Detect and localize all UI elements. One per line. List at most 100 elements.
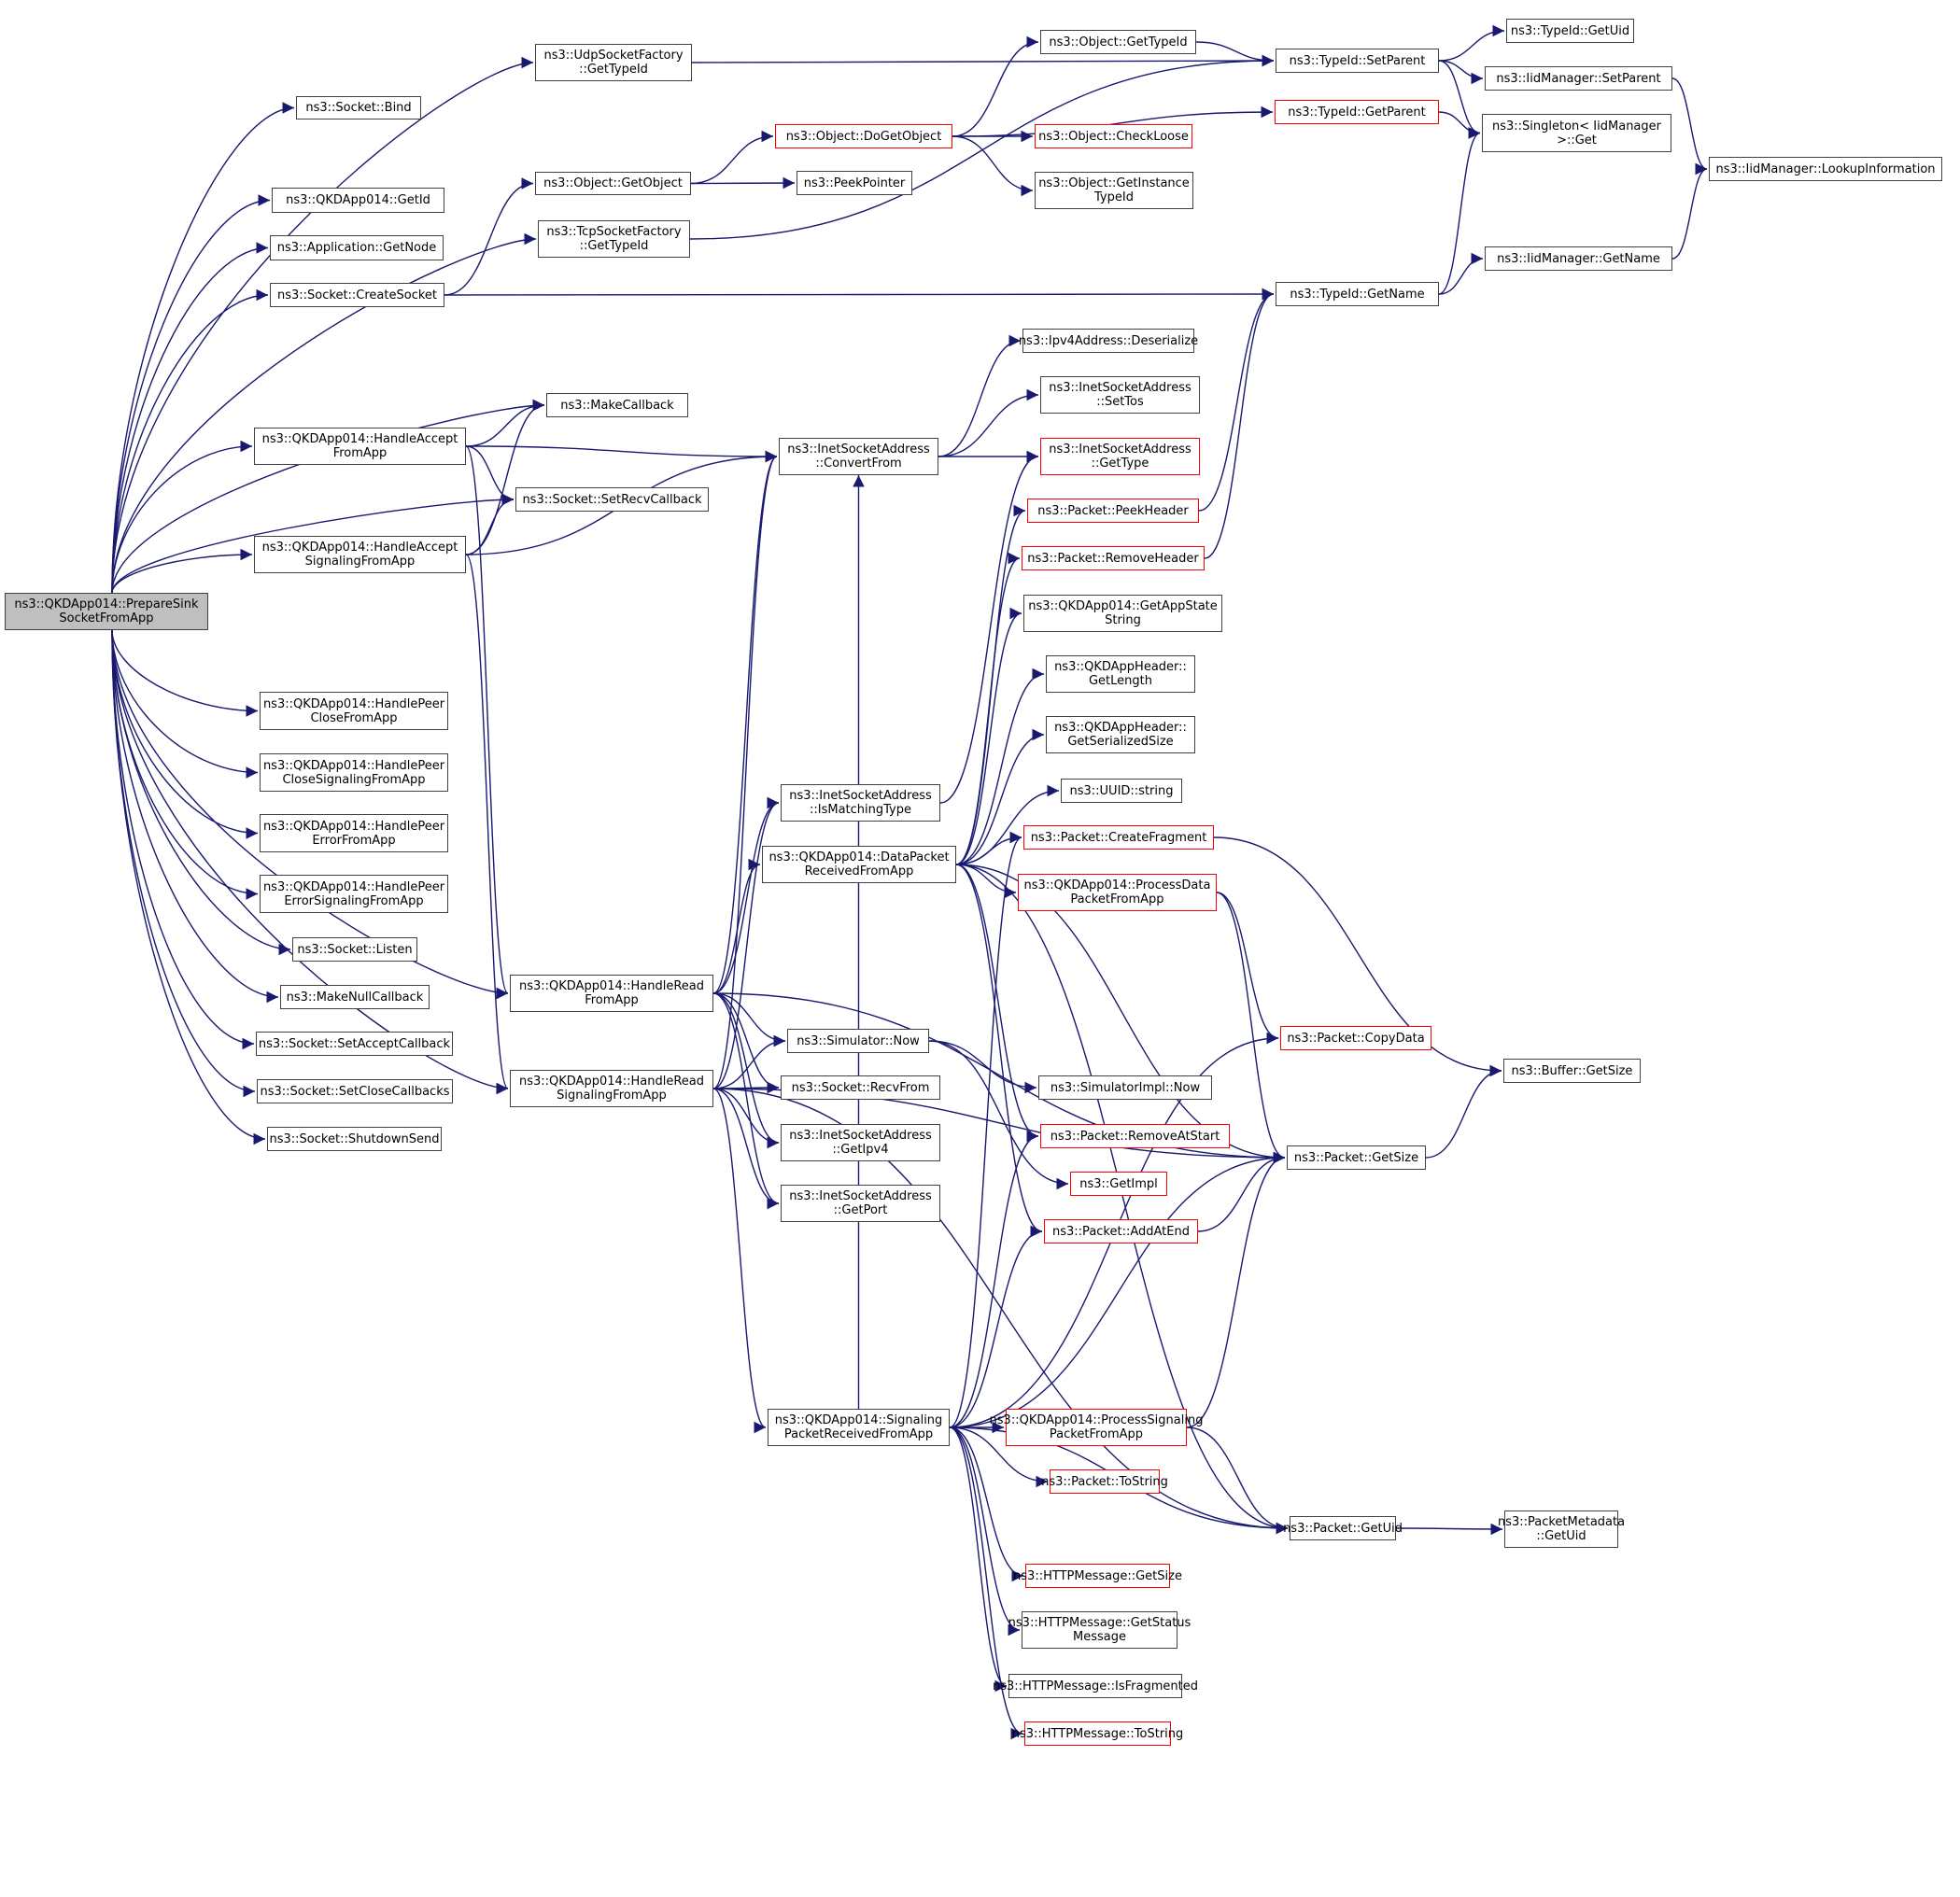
- node-packet-get-size[interactable]: ns3::Packet::GetSize: [1287, 1145, 1426, 1170]
- node-copy-data[interactable]: ns3::Packet::CopyData: [1280, 1026, 1431, 1050]
- node-recv-from[interactable]: ns3::Socket::RecvFrom: [781, 1075, 940, 1100]
- edge-typeIdGetName-to-iidGetName: [1438, 252, 1484, 295]
- node-label: ns3::Object::CheckLoose: [1038, 129, 1189, 144]
- node-get-object[interactable]: ns3::Object::GetObject: [535, 172, 691, 195]
- node-sim-now[interactable]: ns3::Simulator::Now: [787, 1029, 929, 1053]
- node-label: ns3::SimulatorImpl::Now: [1050, 1080, 1201, 1095]
- edge-getObject-to-peekPointer: [690, 176, 796, 190]
- node-set-close-cbs[interactable]: ns3::Socket::SetCloseCallbacks: [257, 1079, 453, 1103]
- node-get-app-state[interactable]: ns3::QKDApp014::GetAppState String: [1023, 595, 1222, 632]
- node-label: ns3::Socket::SetRecvCallback: [522, 492, 702, 507]
- edge-iidGetName-to-lookupInfo: [1671, 162, 1708, 260]
- node-get-node[interactable]: ns3::Application::GetNode: [270, 235, 444, 260]
- node-listen[interactable]: ns3::Socket::Listen: [292, 937, 417, 962]
- node-create-socket[interactable]: ns3::Socket::CreateSocket: [270, 283, 444, 307]
- node-label: ns3::QKDApp014::ProcessData PacketFromAp…: [1023, 878, 1211, 906]
- node-label: ns3::IidManager::LookupInformation: [1715, 162, 1936, 176]
- node-get-type[interactable]: ns3::InetSocketAddress ::GetType: [1040, 438, 1200, 475]
- node-peek-header[interactable]: ns3::Packet::PeekHeader: [1027, 499, 1199, 523]
- node-label: ns3::Socket::SetCloseCallbacks: [260, 1084, 450, 1099]
- edge-simNow-to-simImplNow: [928, 1040, 1037, 1094]
- node-peer-error[interactable]: ns3::QKDApp014::HandlePeer ErrorFromApp: [260, 814, 448, 852]
- edge-packetGetSize-to-bufferGetSize: [1425, 1064, 1502, 1159]
- node-get-ipv4[interactable]: ns3::InetSocketAddress ::GetIpv4: [781, 1124, 940, 1161]
- node-label: ns3::QKDApp014::GetId: [286, 193, 430, 207]
- node-sim-impl-now[interactable]: ns3::SimulatorImpl::Now: [1038, 1075, 1212, 1100]
- node-set-recv-cb[interactable]: ns3::Socket::SetRecvCallback: [515, 487, 709, 512]
- node-is-matching-type[interactable]: ns3::InetSocketAddress ::IsMatchingType: [781, 784, 940, 822]
- node-http-get-size[interactable]: ns3::HTTPMessage::GetSize: [1013, 1564, 1182, 1588]
- node-tcp-type-id[interactable]: ns3::TcpSocketFactory ::GetTypeId: [538, 220, 690, 258]
- node-peek-pointer[interactable]: ns3::PeekPointer: [797, 171, 912, 195]
- node-get-instance-type-id[interactable]: ns3::Object::GetInstance TypeId: [1035, 172, 1193, 209]
- node-peer-error-sig[interactable]: ns3::QKDApp014::HandlePeer ErrorSignalin…: [260, 875, 448, 913]
- node-buffer-get-size[interactable]: ns3::Buffer::GetSize: [1503, 1059, 1641, 1083]
- node-accept-from-app[interactable]: ns3::QKDApp014::HandleAccept FromApp: [254, 428, 466, 465]
- node-make-callback[interactable]: ns3::MakeCallback: [546, 393, 688, 417]
- node-signaling-packet[interactable]: ns3::QKDApp014::Signaling PacketReceived…: [768, 1409, 950, 1446]
- node-iid-set-parent[interactable]: ns3::IidManager::SetParent: [1485, 66, 1672, 91]
- node-lookup-info[interactable]: ns3::IidManager::LookupInformation: [1709, 157, 1942, 181]
- node-peer-close-sig[interactable]: ns3::QKDApp014::HandlePeer CloseSignalin…: [260, 753, 448, 792]
- node-label: ns3::TypeId::GetUid: [1510, 23, 1630, 38]
- node-check-loose[interactable]: ns3::Object::CheckLoose: [1035, 124, 1192, 148]
- node-add-at-end[interactable]: ns3::Packet::AddAtEnd: [1044, 1219, 1198, 1244]
- node-set-parent[interactable]: ns3::TypeId::SetParent: [1276, 49, 1439, 73]
- node-read-signaling[interactable]: ns3::QKDApp014::HandleRead SignalingFrom…: [510, 1070, 713, 1107]
- node-hdr-get-length[interactable]: ns3::QKDAppHeader:: GetLength: [1046, 655, 1195, 693]
- node-label: ns3::Socket::CreateSocket: [276, 288, 438, 302]
- node-hdr-serialized-size[interactable]: ns3::QKDAppHeader:: GetSerializedSize: [1046, 716, 1195, 753]
- node-get-parent[interactable]: ns3::TypeId::GetParent: [1275, 100, 1439, 124]
- node-type-id-get-name[interactable]: ns3::TypeId::GetName: [1276, 282, 1439, 306]
- edge-root-to-setAcceptCb: [111, 629, 255, 1050]
- node-ipv4-deserialize[interactable]: ns3::Ipv4Address::Deserialize: [1019, 329, 1198, 353]
- node-uuid-string[interactable]: ns3::UUID::string: [1061, 779, 1182, 803]
- node-remove-header[interactable]: ns3::Packet::RemoveHeader: [1022, 546, 1205, 570]
- node-get-port[interactable]: ns3::InetSocketAddress ::GetPort: [781, 1185, 940, 1222]
- node-get-impl[interactable]: ns3::GetImpl: [1070, 1172, 1167, 1196]
- node-http-to-string[interactable]: ns3::HTTPMessage::ToString: [1012, 1721, 1183, 1746]
- edge-root-to-bind: [111, 102, 295, 594]
- node-label: ns3::HTTPMessage::GetSize: [1013, 1568, 1182, 1583]
- node-shutdown-send[interactable]: ns3::Socket::ShutdownSend: [267, 1127, 442, 1151]
- node-label: ns3::Packet::AddAtEnd: [1052, 1224, 1190, 1239]
- node-http-get-status[interactable]: ns3::HTTPMessage::GetStatus Message: [1008, 1611, 1191, 1649]
- node-singleton-get[interactable]: ns3::Singleton< IidManager >::Get: [1482, 114, 1671, 152]
- edge-readFromApp-to-packetGetSize: [712, 992, 1286, 1164]
- edge-signalingPacket-to-httpGetStatus: [949, 1426, 1021, 1637]
- edge-iidSetParent-to-lookupInfo: [1671, 77, 1708, 176]
- node-convert-from[interactable]: ns3::InetSocketAddress ::ConvertFrom: [779, 438, 938, 475]
- node-bind[interactable]: ns3::Socket::Bind: [296, 96, 421, 119]
- node-set-accept-cb[interactable]: ns3::Socket::SetAcceptCallback: [256, 1032, 453, 1056]
- edge-acceptFromApp-to-convertFrom: [465, 445, 778, 463]
- node-http-is-fragmented[interactable]: ns3::HTTPMessage::IsFragmented: [993, 1674, 1198, 1698]
- node-set-tos[interactable]: ns3::InetSocketAddress ::SetTos: [1040, 376, 1200, 414]
- node-read-from-app[interactable]: ns3::QKDApp014::HandleRead FromApp: [510, 975, 713, 1012]
- node-obj-get-type-id[interactable]: ns3::Object::GetTypeId: [1040, 30, 1196, 54]
- node-meta-get-uid[interactable]: ns3::PacketMetadata ::GetUid: [1498, 1511, 1625, 1548]
- node-process-signaling[interactable]: ns3::QKDApp014::ProcessSignaling PacketF…: [990, 1409, 1203, 1446]
- node-accept-signaling[interactable]: ns3::QKDApp014::HandleAccept SignalingFr…: [254, 536, 466, 573]
- edge-doGetObject-to-objGetTypeId: [952, 35, 1039, 137]
- node-label: ns3::QKDApp014::DataPacket ReceivedFromA…: [768, 850, 950, 878]
- edge-root-to-makeNullCb: [111, 629, 279, 1004]
- node-data-packet[interactable]: ns3::QKDApp014::DataPacket ReceivedFromA…: [762, 846, 956, 883]
- node-packet-to-string[interactable]: ns3::Packet::ToString: [1041, 1469, 1168, 1494]
- node-create-fragment[interactable]: ns3::Packet::CreateFragment: [1023, 825, 1214, 850]
- edge-signalingPacket-to-httpGetSize: [949, 1426, 1024, 1582]
- node-process-data[interactable]: ns3::QKDApp014::ProcessData PacketFromAp…: [1018, 874, 1217, 911]
- node-peer-close[interactable]: ns3::QKDApp014::HandlePeer CloseFromApp: [260, 692, 448, 730]
- node-make-null-cb[interactable]: ns3::MakeNullCallback: [280, 985, 430, 1009]
- node-iid-get-name[interactable]: ns3::IidManager::GetName: [1485, 246, 1672, 271]
- node-label: ns3::Socket::ShutdownSend: [269, 1131, 440, 1146]
- node-label: ns3::InetSocketAddress ::GetPort: [789, 1189, 932, 1217]
- node-remove-at-start[interactable]: ns3::Packet::RemoveAtStart: [1040, 1124, 1230, 1148]
- node-udp-type-id[interactable]: ns3::UdpSocketFactory ::GetTypeId: [535, 44, 692, 81]
- node-do-get-object[interactable]: ns3::Object::DoGetObject: [775, 124, 952, 148]
- node-get-id[interactable]: ns3::QKDApp014::GetId: [272, 188, 444, 213]
- edge-getObject-to-doGetObject: [690, 130, 774, 185]
- node-packet-get-uid[interactable]: ns3::Packet::GetUid: [1283, 1516, 1403, 1540]
- node-label: ns3::UdpSocketFactory ::GetTypeId: [543, 49, 684, 77]
- node-type-id-get-uid[interactable]: ns3::TypeId::GetUid: [1506, 19, 1634, 43]
- node-label: ns3::QKDApp014::HandleRead SignalingFrom…: [518, 1075, 705, 1103]
